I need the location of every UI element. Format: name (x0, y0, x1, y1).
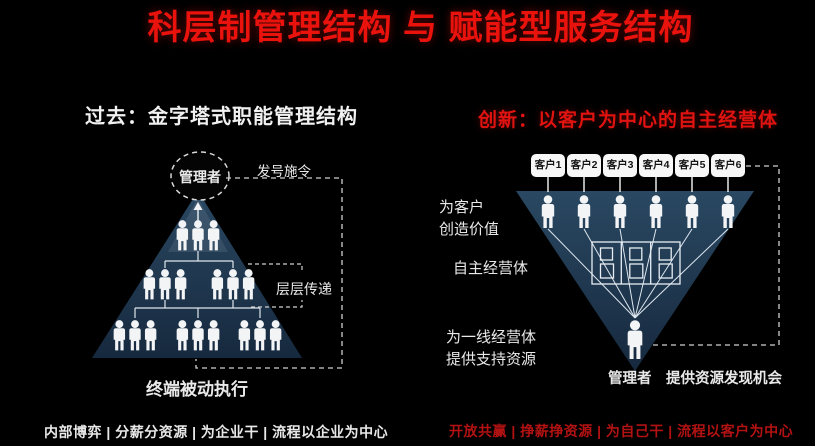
support-label-line2: 提供支持资源 (446, 351, 537, 368)
terminal-execution-label: 终端被动执行 (146, 380, 248, 399)
right-footer-text: 开放共赢 | 挣薪挣资源 | 为自己干 | 流程以客户为中心 (449, 423, 794, 439)
right-inverted-pyramid-diagram (516, 165, 780, 371)
customer-box-3: 客户3 (603, 154, 637, 177)
support-label-line1: 为一线经营体 (446, 329, 537, 346)
autonomous-unit-label: 自主经营体 (453, 260, 529, 277)
left-section-title: 过去：金字塔式职能管理结构 (85, 106, 358, 128)
layer-relay-label: 层层传递 (276, 281, 332, 297)
inverted-pyramid-shape (516, 191, 754, 371)
pyramid-shape (92, 191, 302, 358)
customer-box-1: 客户1 (531, 154, 565, 177)
customer-box-6: 客户6 (711, 154, 745, 177)
customer-box-2: 客户2 (567, 154, 601, 177)
manager-label: 管理者 (179, 169, 221, 185)
right-manager-label: 管理者 (608, 371, 652, 387)
provide-resources-label: 提供资源发现机会 (666, 371, 782, 387)
left-pyramid-diagram (92, 151, 343, 369)
org-connector-lines (134, 251, 261, 318)
left-footer-text: 内部博弈 | 分薪分资源 | 为企业干 | 流程以企业为中心 (44, 424, 389, 440)
right-section-title: 创新：以客户为中心的自主经营体 (478, 110, 779, 131)
create-value-label-line1: 为客户 (439, 199, 485, 216)
create-value-label-line2: 创造价值 (439, 221, 500, 238)
up-arrow-icon (193, 202, 203, 222)
order-flow-dashed-line (195, 177, 343, 369)
business-unit-wireframe (591, 241, 681, 285)
relay-bracket-dashed-line (248, 263, 303, 308)
customer-connector-lines (547, 177, 729, 192)
manager-circle (170, 151, 230, 201)
page-title: 科层制管理结构 与 赋能型服务结构 (147, 9, 694, 47)
customer-box-4: 客户4 (639, 154, 673, 177)
give-orders-label: 发号施令 (257, 164, 311, 179)
customer-box-5: 客户5 (675, 154, 709, 177)
